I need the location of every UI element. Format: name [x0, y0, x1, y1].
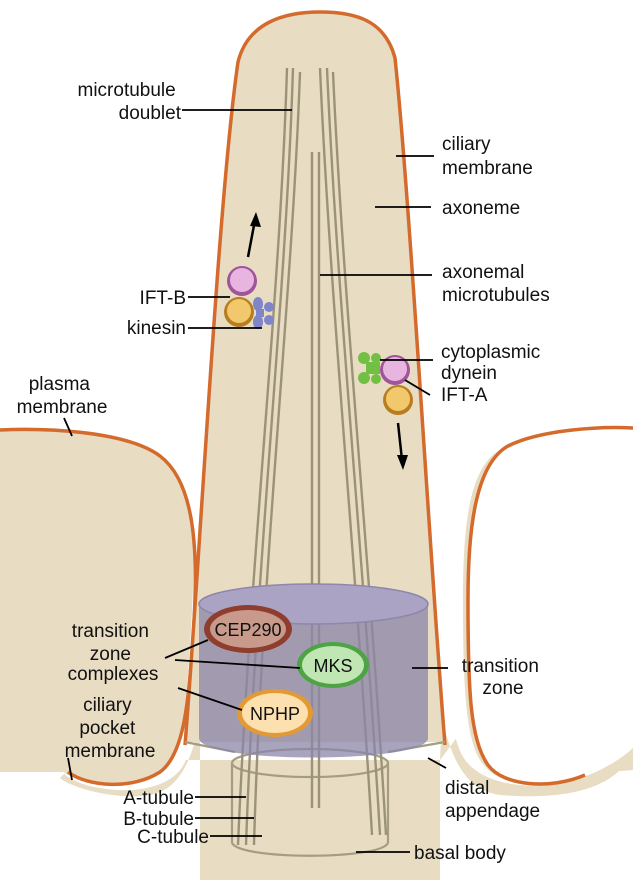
mks-complex: MKS [297, 642, 369, 688]
nphp-label: NPHP [250, 704, 300, 724]
axonemal-microtubules-label: axonemal microtubules [442, 262, 550, 306]
ift-b-train [224, 266, 274, 329]
c-tubule-label: C-tubule [137, 827, 209, 848]
cep290-label: CEP290 [214, 620, 281, 640]
right-pocket-void [395, 0, 633, 786]
kinesin-label: kinesin [127, 318, 186, 339]
retrograde-arrow [396, 422, 408, 470]
plasma-membrane-label: plasma membrane [17, 374, 108, 418]
leader-lines [63, 109, 448, 853]
ift-b-label: IFT-B [140, 288, 186, 309]
b-tubule-label: B-tubule [123, 809, 194, 830]
cep290-complex: CEP290 [204, 605, 292, 653]
transition-zone-complexes-label: transition zone complexes [68, 621, 159, 685]
ift-a-train [358, 352, 413, 415]
nphp-complex: NPHP [237, 689, 313, 737]
cilium-shaft [185, 12, 445, 742]
anterograde-arrow [246, 212, 261, 258]
ciliary-membrane-label: ciliary membrane [442, 134, 533, 179]
cytoplasmic-dynein-label: cytoplasmic dynein [441, 342, 546, 384]
a-tubule-label: A-tubule [123, 788, 194, 809]
ift-a-label: IFT-A [441, 385, 488, 406]
dynein-motor [358, 352, 381, 384]
mks-label: MKS [313, 656, 352, 676]
axoneme-label: axoneme [442, 198, 520, 219]
plasma-membrane-right [466, 425, 633, 786]
transition-zone-label: transition zone [462, 656, 544, 699]
left-ciliary-pocket [0, 429, 196, 785]
ciliary-membrane [183, 10, 447, 746]
basal-body-label: basal body [414, 843, 506, 864]
distal-appendage-label: distal appendage [445, 778, 540, 822]
microtubule-doublet-label: microtubule doublet [78, 80, 182, 124]
left-pocket-void [0, 0, 240, 791]
ciliary-pocket-membrane-label: ciliary pocket membrane [65, 695, 156, 762]
kinesin-motor [253, 297, 274, 329]
